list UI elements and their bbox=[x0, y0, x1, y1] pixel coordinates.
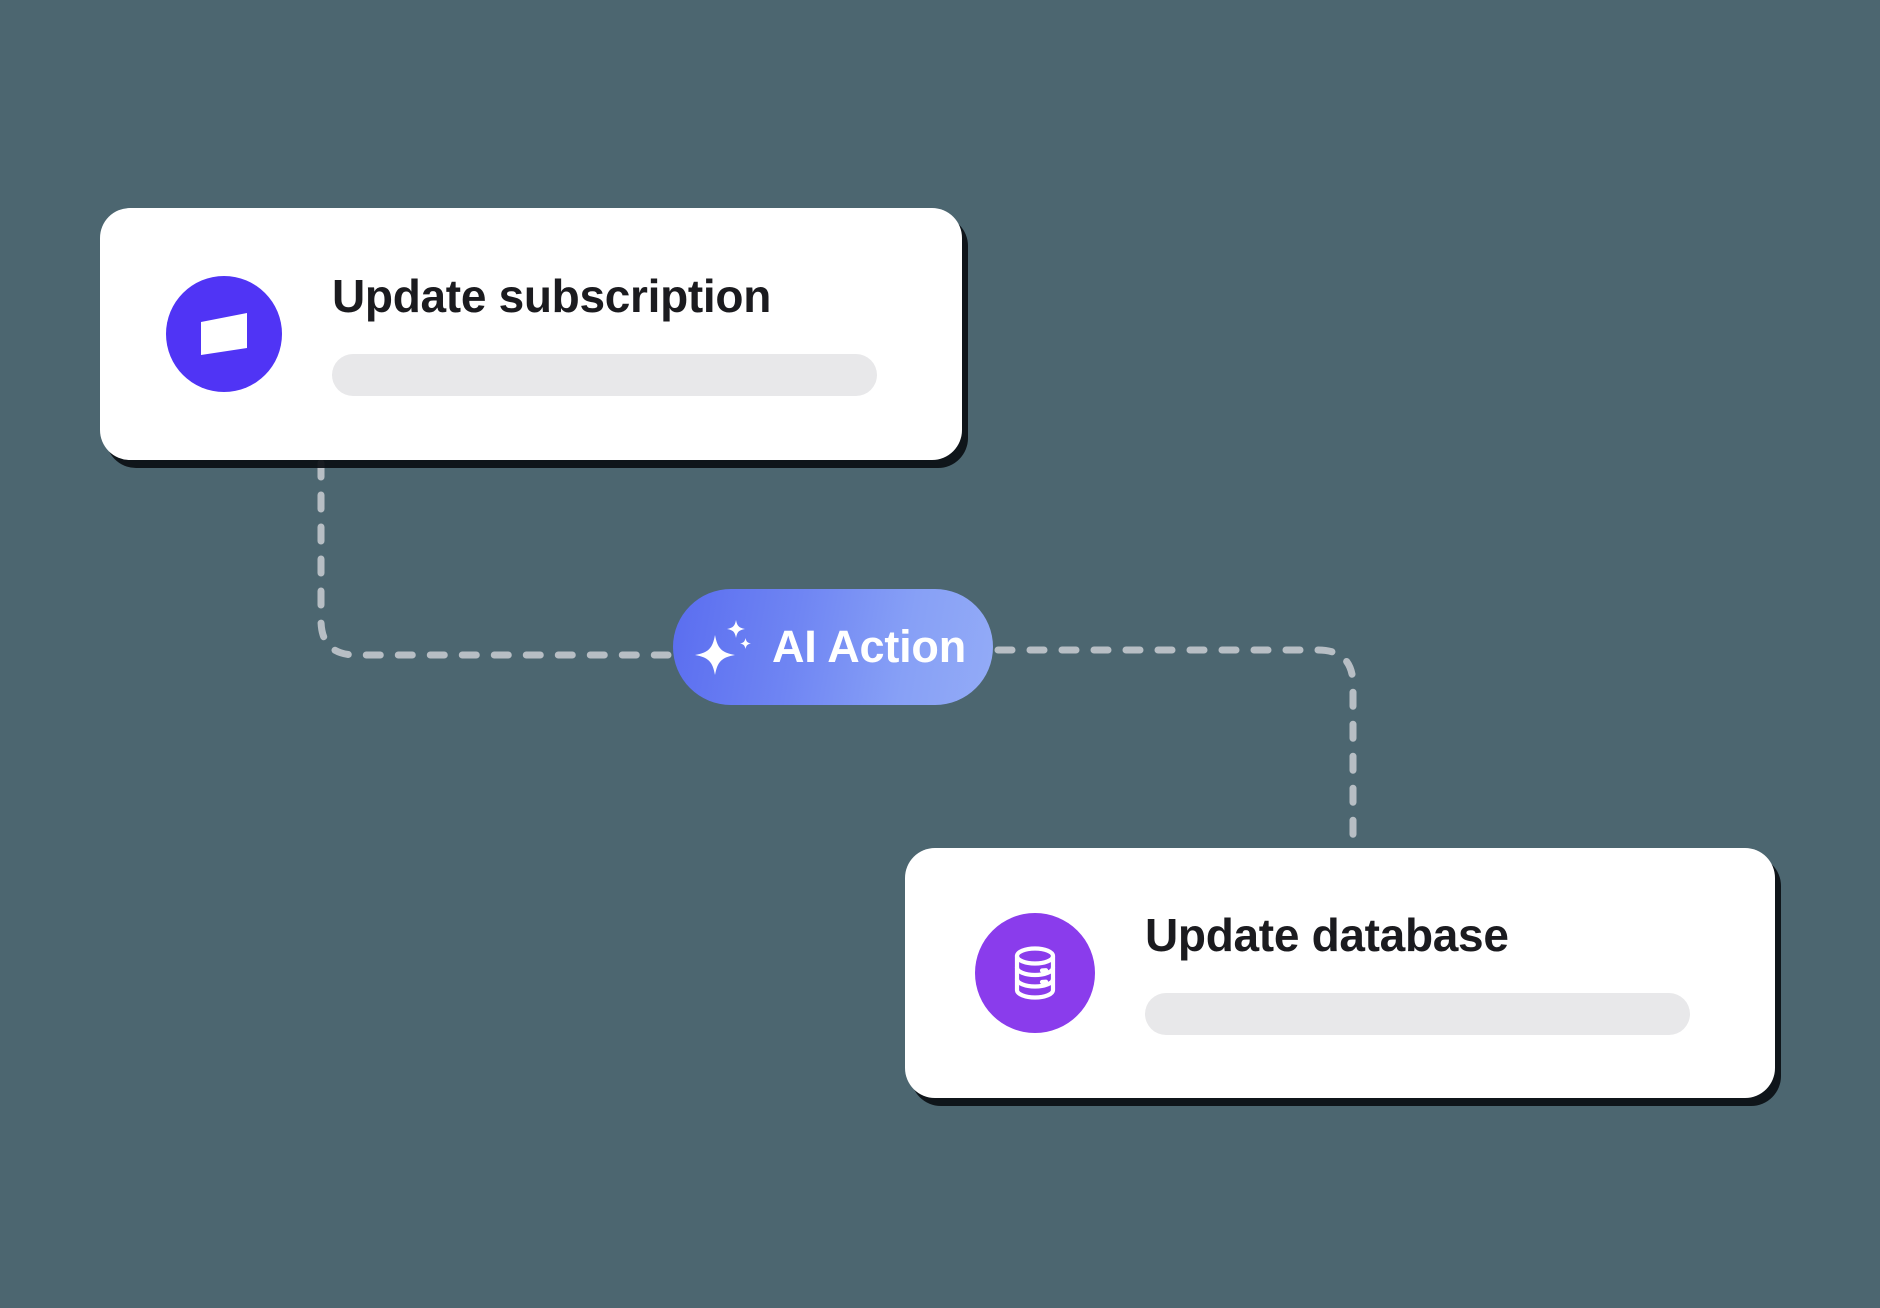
page-title-update-database: Update database bbox=[1145, 908, 1509, 961]
sparkle-icon bbox=[690, 615, 754, 679]
node-card-update-database[interactable]: Update database bbox=[905, 848, 1775, 1098]
ai-action-button[interactable]: AI Action bbox=[673, 589, 993, 705]
connector-subscription-to-action bbox=[317, 459, 672, 659]
connector-action-to-database bbox=[994, 646, 1357, 849]
database-icon bbox=[975, 913, 1095, 1033]
content-placeholder-bar bbox=[332, 354, 877, 397]
card-body: Update subscription bbox=[332, 269, 916, 397]
content-placeholder-bar bbox=[1145, 993, 1690, 1036]
ai-action-label: AI Action bbox=[771, 621, 967, 672]
page-title-update-subscription: Update subscription bbox=[332, 269, 772, 322]
subscription-app-icon bbox=[166, 276, 282, 392]
card-body: Update database bbox=[1145, 908, 1729, 1036]
node-card-update-subscription[interactable]: Update subscription bbox=[100, 208, 962, 460]
